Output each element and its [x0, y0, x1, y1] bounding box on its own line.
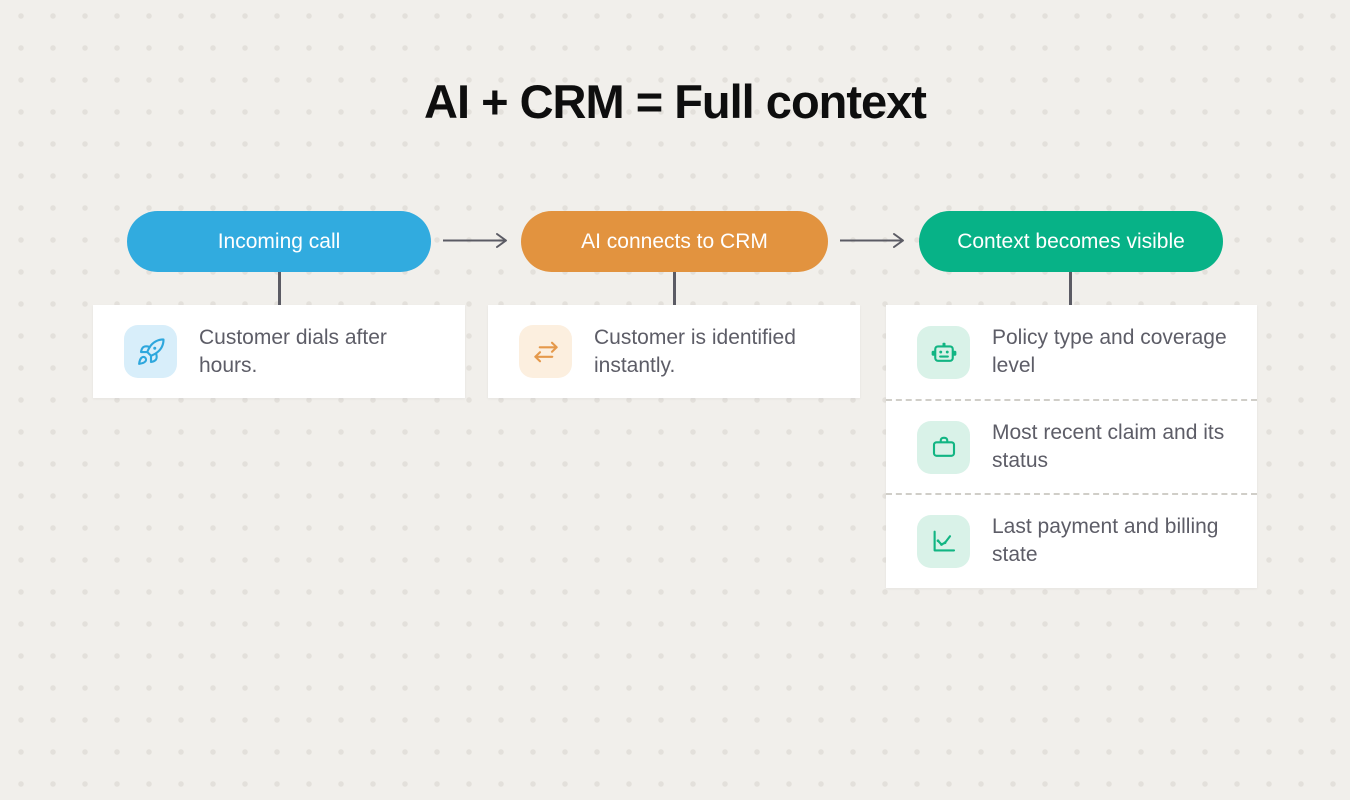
list-item-text: Most recent claim and its status — [992, 421, 1225, 472]
step-pill-incoming-call: Incoming call — [127, 211, 431, 272]
line-chart-icon — [933, 530, 955, 552]
list-item-text: Last payment and billing state — [992, 515, 1219, 566]
transfer-arrows-icon — [533, 341, 558, 362]
list-item: Customer dials after hours. — [93, 305, 465, 398]
step-pill-label: AI connects to CRM — [581, 229, 768, 253]
list-item-text: Customer dials after hours. — [199, 325, 387, 377]
step-pill-label: Incoming call — [217, 229, 341, 253]
icon-tile — [519, 325, 572, 378]
rocket-icon — [137, 337, 165, 365]
vertical-connector — [1069, 272, 1072, 305]
step-pill-ai-connects-to-crm: AI connects to CRM — [521, 211, 828, 272]
list-item-text: Policy type and coverage level — [992, 326, 1227, 377]
briefcase-icon — [932, 436, 955, 457]
vertical-connector — [673, 272, 676, 305]
page-title: AI + CRM = Full context — [424, 75, 927, 128]
robot-icon — [931, 342, 956, 362]
icon-tile — [917, 514, 970, 568]
flow-arrow-icon — [840, 233, 904, 248]
icon-tile — [917, 420, 970, 474]
list-item: Policy type and coverage level — [886, 305, 1257, 399]
icon-tile — [917, 325, 970, 379]
detail-card-ai-connects: Customer is identified instantly. — [488, 305, 860, 398]
vertical-connector — [278, 272, 281, 305]
list-item: Customer is identified instantly. — [488, 305, 860, 398]
list-item: Last payment and billing state — [886, 493, 1257, 587]
step-pill-label: Context becomes visible — [957, 229, 1185, 253]
detail-card-context-visible: Policy type and coverage level Most rece… — [886, 305, 1257, 588]
icon-tile — [124, 325, 177, 378]
detail-card-incoming-call: Customer dials after hours. — [93, 305, 465, 398]
list-item: Most recent claim and its status — [886, 399, 1257, 493]
step-pill-context-becomes-visible: Context becomes visible — [919, 211, 1223, 272]
flow-arrow-icon — [443, 233, 507, 248]
list-item-text: Customer is identified instantly. — [594, 325, 796, 377]
